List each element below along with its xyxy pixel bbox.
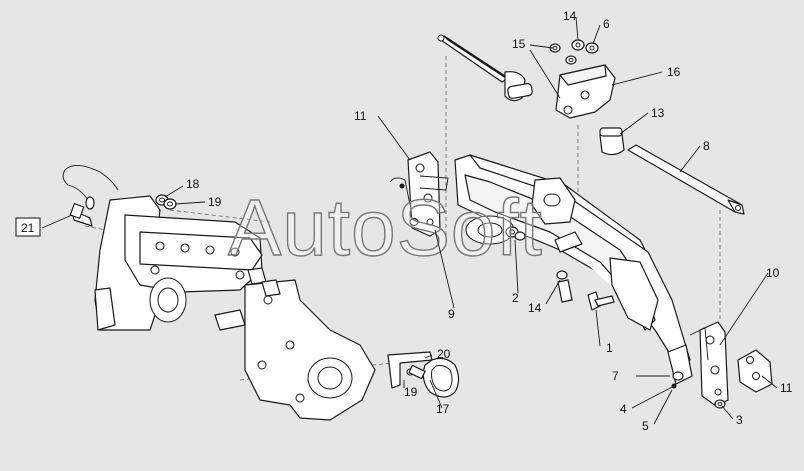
middle-hardware [505,226,583,303]
callout-4: 4 [620,402,627,416]
callout-21-box [15,217,41,237]
callout-8: 8 [703,139,710,153]
main-frame-left [94,195,376,421]
callout-21: 21 [21,221,35,235]
bolt-1 [587,291,615,311]
rod-8 [627,144,745,215]
callout-5: 5 [642,419,649,433]
callout-14-mid: 14 [528,301,542,315]
callout-leaders [41,16,778,425]
main-frame-right [454,154,691,371]
bracket-11-upper [389,151,449,237]
callout-numbers: 14 6 15 16 13 8 11 9 2 14 1 10 11 7 4 5 … [15,9,793,433]
callout-18: 18 [186,177,200,191]
callout-15: 15 [512,37,526,51]
upper-rod [437,34,533,102]
callout-19-bottom: 19 [404,385,418,399]
watermark-text: AutoSoft [228,183,543,272]
callout-3: 3 [736,413,743,427]
callout-13: 13 [651,106,665,120]
bracket-right-assembly [667,321,773,409]
callout-1: 1 [606,341,613,355]
callout-7: 7 [612,369,619,383]
callout-20: 20 [437,347,451,361]
callout-16: 16 [667,65,681,79]
callout-19-top: 19 [208,195,222,209]
callout-10: 10 [766,266,780,280]
bracket-20-with-handle [387,351,460,398]
callout-9: 9 [448,307,455,321]
bracket-16-assembly [549,39,616,119]
callout-14-top: 14 [563,9,577,23]
callout-11-upper: 11 [354,109,367,123]
callout-11-right: 11 [780,381,793,395]
pin-21-with-lanyard [62,165,119,227]
callout-2: 2 [512,291,519,305]
clamp-13 [599,127,625,156]
callout-6: 6 [603,17,610,31]
callout-17: 17 [436,402,450,416]
washers-18-19 [155,194,177,210]
